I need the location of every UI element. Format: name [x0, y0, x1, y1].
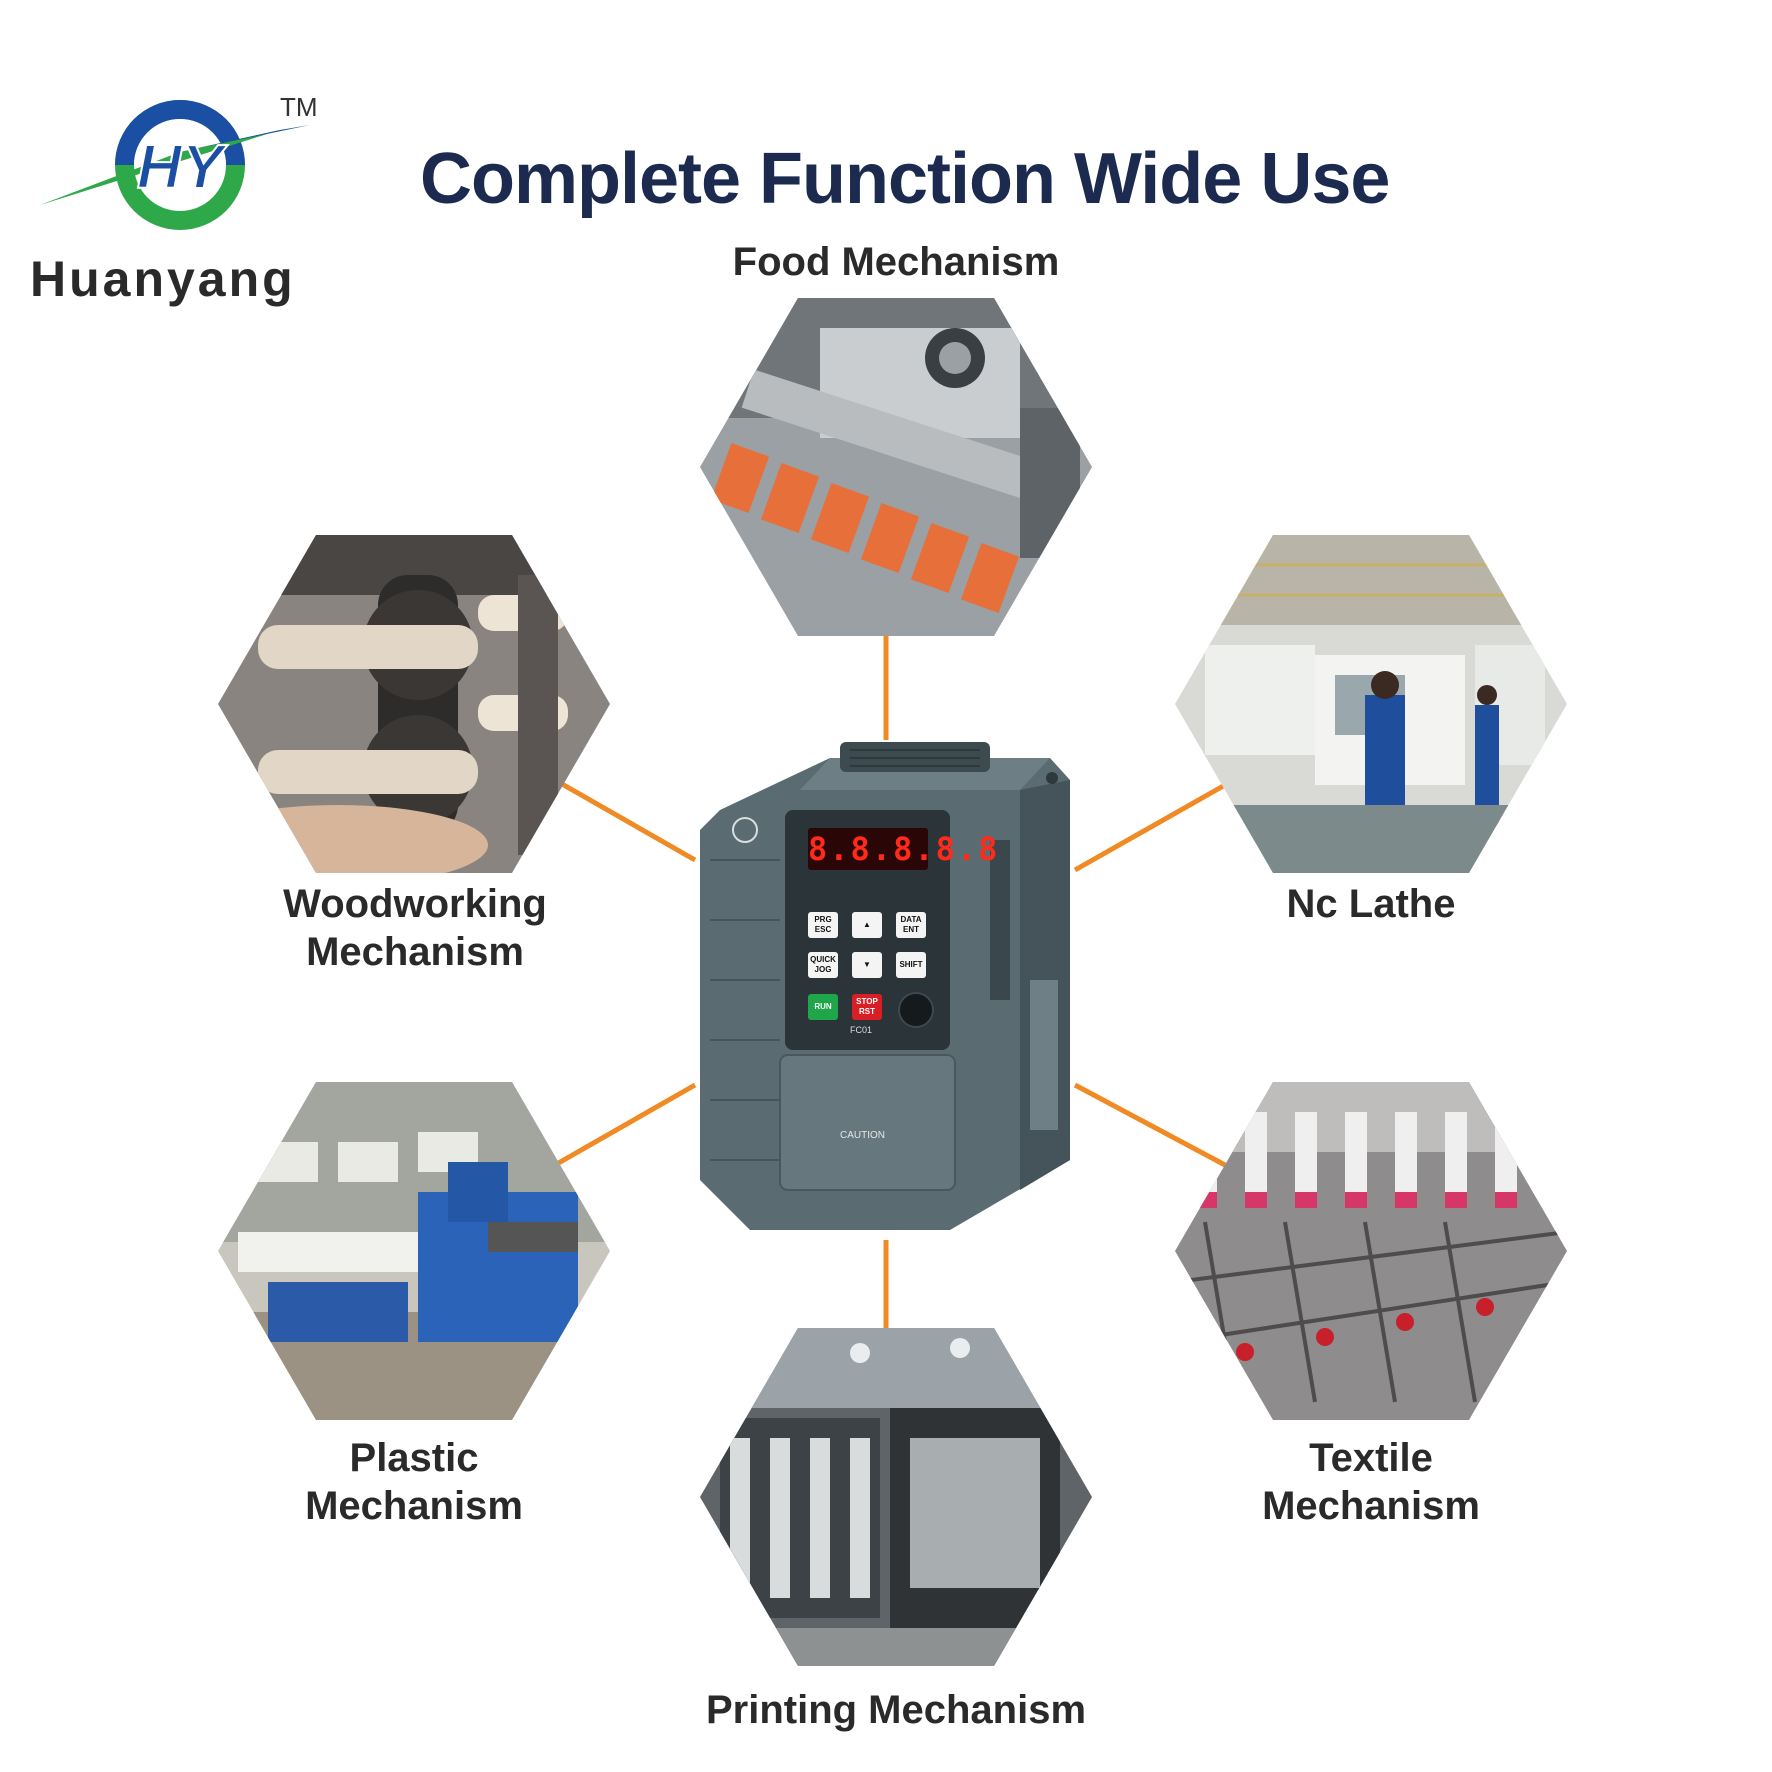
led-display — [808, 828, 928, 870]
label-woodworking-line2: Mechanism — [306, 930, 524, 974]
plastic-mechanism-image — [218, 1082, 610, 1420]
logo-mark-icon: HY HY — [40, 100, 310, 230]
quick-jog-label: QUICK JOG — [810, 955, 836, 974]
label-nc-lathe: Nc Lathe — [1175, 880, 1567, 928]
svg-text:HY: HY — [137, 133, 229, 202]
huanyang-logo: HY HY — [30, 90, 320, 250]
run-key[interactable]: RUN — [808, 994, 838, 1020]
label-textile-line2: Mechanism — [1262, 1484, 1480, 1528]
connector-textile — [1073, 1082, 1227, 1168]
label-textile: Textile Mechanism — [1175, 1434, 1567, 1530]
model-number: FC01 — [850, 1025, 873, 1035]
trademark: TM — [280, 92, 318, 122]
connector-woodworking — [553, 777, 697, 863]
page-title: Complete Function Wide Use — [420, 139, 1390, 219]
label-plastic-line2: Mechanism — [305, 1484, 523, 1528]
label-food-line: Food Mechanism — [732, 240, 1060, 284]
up-arrow-icon: ▲ — [863, 920, 871, 929]
frequency-inverter — [690, 740, 1090, 1250]
label-food: Food Mechanism — [700, 238, 1092, 286]
label-nc-lathe-line: Nc Lathe — [1286, 882, 1456, 926]
down-arrow-icon: ▼ — [863, 960, 871, 969]
shift-label: SHIFT — [899, 960, 923, 969]
label-woodworking: Woodworking Mechanism — [190, 880, 640, 976]
data-ent-label: DATA ENT — [900, 915, 922, 934]
speed-potentiometer-knob[interactable] — [898, 992, 934, 1028]
quick-jog-key[interactable]: QUICK JOG — [808, 952, 838, 978]
connector-nc-lathe — [1073, 782, 1227, 873]
shift-key[interactable]: SHIFT — [896, 952, 926, 978]
prg-esc-label: PRG ESC — [814, 915, 832, 934]
stop-rst-key[interactable]: STOP RST — [852, 994, 882, 1020]
label-woodworking-line1: Woodworking — [283, 882, 547, 926]
brand-name: Huanyang — [30, 251, 296, 307]
inverter-body — [700, 742, 1070, 1230]
svg-text:HY: HY — [137, 133, 229, 202]
connector-plastic — [553, 1082, 697, 1168]
led-display-digits: 8.8.8.8.8 — [808, 830, 1000, 868]
label-plastic-line1: Plastic — [349, 1436, 479, 1480]
label-textile-line1: Textile — [1309, 1436, 1433, 1480]
up-arrow-key[interactable]: ▲ — [852, 912, 882, 938]
prg-esc-key[interactable]: PRG ESC — [808, 912, 838, 938]
label-printing-line: Printing Mechanism — [705, 1688, 1087, 1732]
textile-mechanism-image — [1175, 1082, 1567, 1420]
caution-label: CAUTION — [840, 1130, 885, 1141]
label-plastic: Plastic Mechanism — [218, 1434, 610, 1530]
down-arrow-key[interactable]: ▼ — [852, 952, 882, 978]
label-printing: Printing Mechanism — [660, 1686, 1132, 1734]
data-ent-key[interactable]: DATA ENT — [896, 912, 926, 938]
stop-rst-label: STOP RST — [856, 997, 878, 1016]
run-label: RUN — [814, 1002, 832, 1011]
